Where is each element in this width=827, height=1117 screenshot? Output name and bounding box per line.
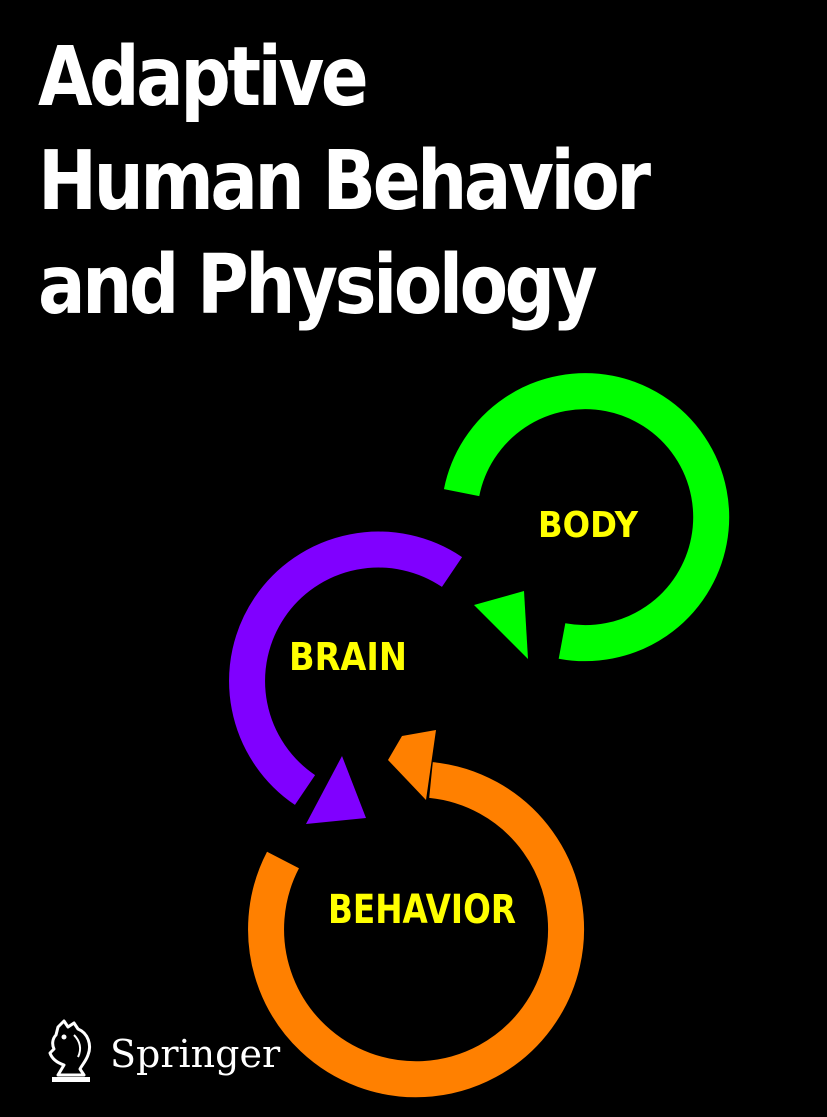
title-line-3: and Physiology [38,238,598,333]
behavior-ring [248,762,585,1098]
publisher-branding: Springer [44,1017,280,1087]
body-label: BODY [538,505,639,546]
title-line-1: Adaptive [38,30,369,125]
body-arrowhead [474,591,528,659]
title-line-2: Human Behavior [38,134,651,229]
behavior-label: BEHAVIOR [328,887,516,933]
body-ring [443,373,730,662]
brain-ring [229,531,463,805]
publisher-name: Springer [110,1032,281,1076]
springer-knight-icon [48,1019,92,1082]
brain-label: BRAIN [289,635,407,679]
behavior-arrowhead [388,730,436,800]
brain-arrowhead [306,756,366,824]
journal-title: Adaptive Human Behavior and Physiology [38,26,692,338]
